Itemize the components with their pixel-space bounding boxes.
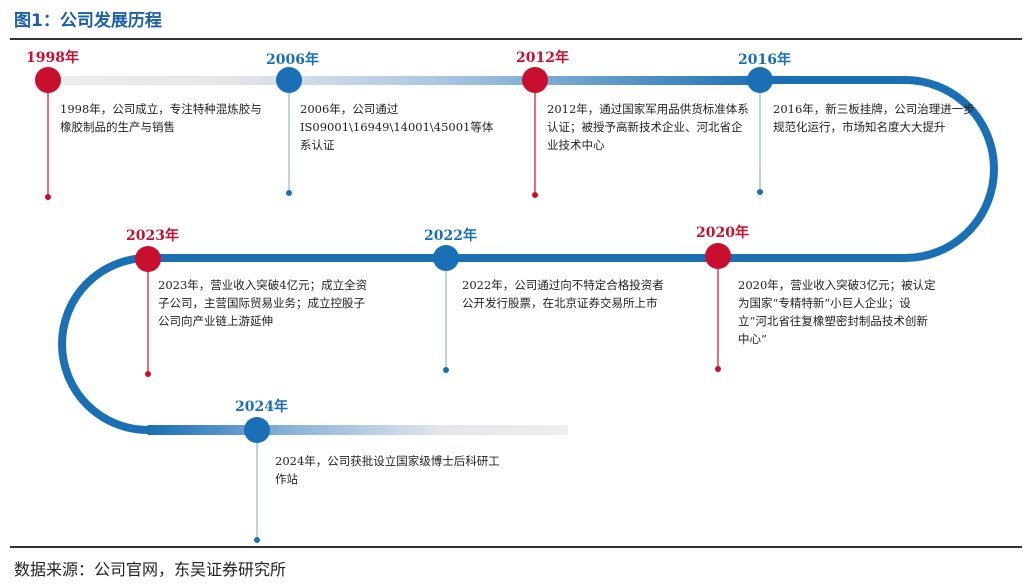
milestone-node (747, 67, 773, 93)
milestone-marker (433, 245, 459, 373)
milestone-year: 2022年 (424, 228, 477, 244)
milestone-node (522, 67, 548, 93)
milestone-node (705, 243, 731, 269)
milestone-node (35, 67, 61, 93)
milestone-node (135, 246, 161, 272)
milestone-dot (286, 190, 292, 196)
milestone-marker (35, 67, 61, 200)
milestone-marker (244, 417, 270, 543)
milestone-marker (276, 67, 302, 196)
figure-title: 图1：公司发展历程 (14, 11, 162, 31)
milestone-year: 2023年 (126, 228, 179, 244)
milestone-description: 2020年，营业收入突破3亿元；被认定为国家“专精特新”小巨人企业；设立“河北省… (738, 278, 936, 346)
track-row-1 (48, 76, 768, 85)
milestone-dot (715, 366, 721, 372)
track-row-3 (148, 425, 568, 435)
milestone-dot (757, 189, 763, 195)
milestone-description: 2016年，新三板挂牌，公司治理进一步规范化运行，市场知名度大大提升 (773, 102, 975, 134)
milestone-marker (135, 246, 161, 377)
milestone-node (433, 245, 459, 271)
milestone-description: 2022年，公司通过向不特定合格投资者公开发行股票，在北京证券交易所上市 (462, 278, 664, 310)
milestone-marker (747, 67, 773, 195)
milestone-year: 2024年 (235, 399, 288, 415)
milestone-description: 2006年，公司通过IS09001\16949\14001\45001等体系认证 (300, 102, 494, 152)
top-rule (10, 38, 1022, 40)
milestone-year: 2020年 (696, 225, 749, 241)
milestone-dot (45, 194, 51, 200)
source-note: 数据来源：公司官网，东吴证券研究所 (14, 560, 287, 579)
milestone-node (276, 67, 302, 93)
milestone-description: 2023年，营业收入突破4亿元；成立全资子公司，主营国际贸易业务；成立控股子公司… (158, 278, 368, 328)
milestone-dot (532, 192, 538, 198)
track-connector (58, 76, 998, 434)
milestone-description: 1998年，公司成立，专注特种混炼胶与橡胶制品的生产与销售 (60, 102, 262, 134)
milestone-year: 2012年 (516, 50, 569, 66)
milestone-year: 2006年 (266, 52, 319, 68)
milestone-year: 2016年 (738, 52, 791, 68)
milestone-dot (145, 371, 151, 377)
milestone-marker (522, 67, 548, 198)
milestone-marker (705, 243, 731, 372)
milestone-year: 1998年 (26, 50, 79, 66)
milestone-description: 2024年，公司获批设立国家级博士后科研工作站 (275, 454, 500, 486)
milestone-node (244, 417, 270, 443)
milestone-dot (254, 537, 260, 543)
milestone-description: 2012年，通过国家军用品供货标准体系认证；被授予高新技术企业、河北省企业技术中… (547, 102, 749, 152)
milestone-dot (443, 367, 449, 373)
bottom-rule (10, 546, 1022, 548)
